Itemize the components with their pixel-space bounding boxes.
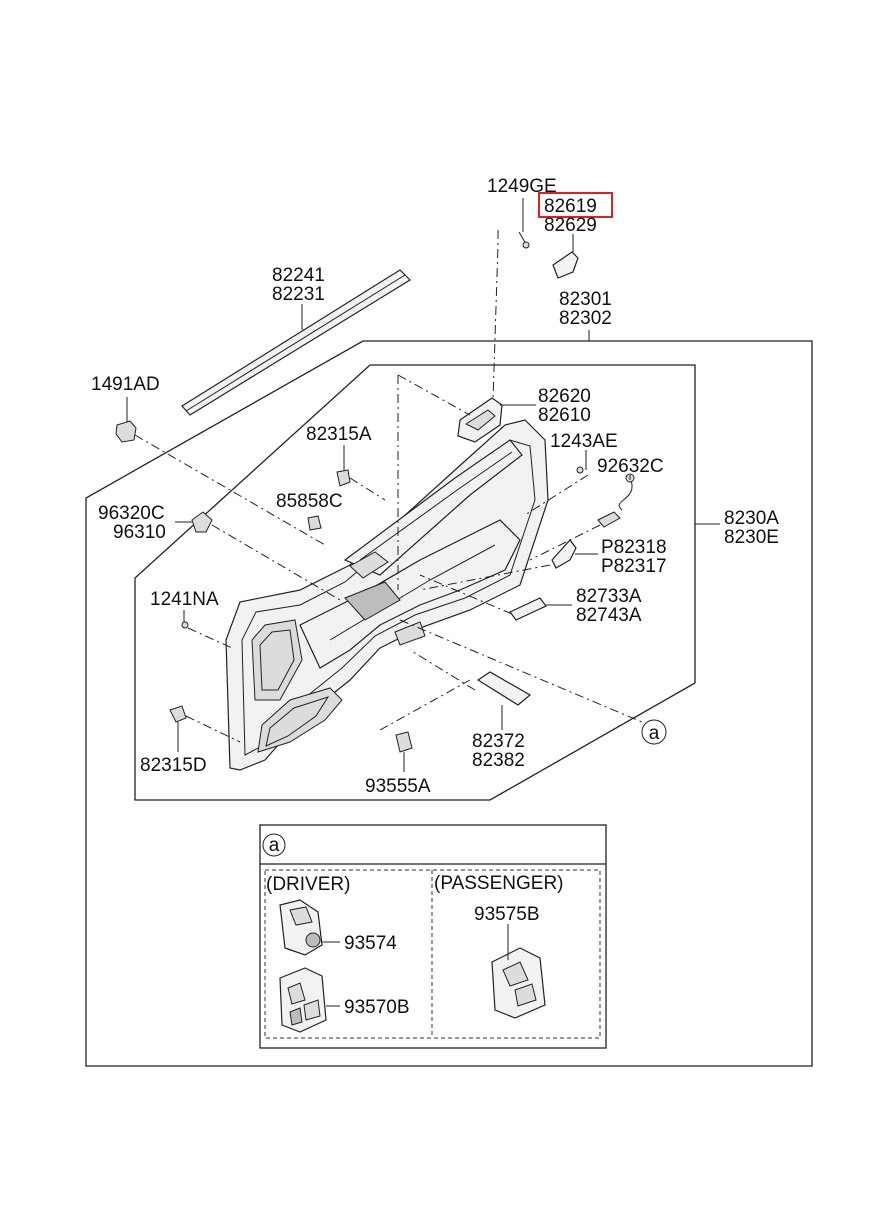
label-82620: 82620 [538, 386, 591, 407]
connector-96320C [191, 511, 213, 533]
label-85858C: 85858C [276, 491, 343, 512]
label-1243AE: 1243AE [550, 431, 618, 452]
screw-1249GE [518, 231, 530, 249]
label-96310: 96310 [113, 522, 166, 543]
leader-lines [134, 230, 643, 743]
door-trim-panel [225, 419, 549, 771]
highlight-box [538, 192, 613, 218]
lamp-93555A [395, 731, 413, 753]
label-82743A: 82743A [576, 605, 642, 626]
pad-82372 [476, 671, 532, 706]
switch-93574 [279, 899, 323, 956]
label-8230A: 8230A [724, 508, 779, 529]
label-1249GE: 1249GE [487, 176, 557, 197]
label-82241: 82241 [272, 265, 325, 286]
bracket-P82318 [551, 539, 577, 569]
clip-85858C [307, 515, 322, 531]
clip-82315D [169, 705, 187, 723]
clip-82315A [336, 469, 351, 487]
label-1491AD: 1491AD [91, 374, 160, 395]
label-96320C: 96320C [98, 503, 165, 524]
passenger-label: (PASSENGER) [434, 873, 564, 894]
detail-box-a: a (DRIVER) (PASSENGER) 93574 93570B 9 [259, 824, 607, 1049]
label-82610: 82610 [538, 405, 591, 426]
label-93570B: 93570B [344, 997, 410, 1018]
label-92632C: 92632C [597, 456, 664, 477]
label-82231: 82231 [272, 284, 325, 305]
pad-82733A [509, 597, 547, 621]
callout-a-marker: a [641, 719, 667, 745]
callout-a-text: a [649, 723, 660, 744]
label-82733A: 82733A [576, 586, 642, 607]
clip-1491AD [115, 420, 137, 443]
label-82629: 82629 [544, 215, 597, 236]
label-8230E: 8230E [724, 527, 779, 548]
label-P82317: P82317 [601, 556, 667, 577]
outer-frame [85, 340, 813, 1067]
driver-label: (DRIVER) [266, 874, 350, 895]
detail-callout-a: a [269, 835, 280, 856]
label-93555A: 93555A [365, 776, 431, 797]
label-82382: 82382 [472, 750, 525, 771]
switch-93575B [491, 947, 546, 1019]
label-82301: 82301 [559, 289, 612, 310]
switch-93570B [279, 967, 327, 1033]
weatherstrip-part [181, 269, 411, 416]
label-93574: 93574 [344, 933, 397, 954]
cover-82619 [552, 251, 579, 279]
screw-1241NA [181, 621, 189, 629]
label-82302: 82302 [559, 308, 612, 329]
screw-1243AE [576, 466, 584, 474]
label-1241NA: 1241NA [150, 589, 219, 610]
label-P82318: P82318 [601, 537, 667, 558]
inside-handle [457, 397, 503, 443]
lamp-92632C [597, 473, 635, 528]
label-82372: 82372 [472, 731, 525, 752]
label-82315A: 82315A [306, 424, 372, 445]
label-93575B: 93575B [474, 904, 540, 925]
label-82619: 82619 [544, 196, 597, 217]
label-82315D: 82315D [140, 755, 207, 776]
inner-frame [134, 364, 696, 801]
